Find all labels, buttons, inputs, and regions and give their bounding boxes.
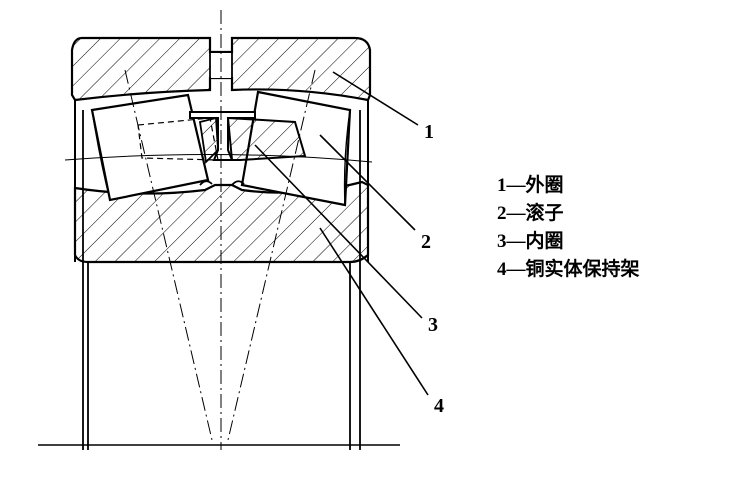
- svg-text:3—内圈: 3—内圈: [497, 229, 564, 252]
- callout-1: 1: [424, 121, 434, 143]
- pitch-arc: [64, 153, 373, 163]
- contact-angle-lines: [124, 69, 316, 441]
- svg-text:4—铜实体保持架: 4—铜实体保持架: [497, 257, 640, 280]
- svg-text:1—外圈: 1—外圈: [497, 173, 564, 196]
- callout-3: 3: [428, 314, 438, 336]
- legend-item-2: 2—滚子: [497, 201, 564, 224]
- roller-left: [90, 93, 210, 202]
- legend-item-1: 1—外圈: [497, 173, 564, 196]
- callout-2: 2: [421, 231, 431, 253]
- brass-cage: [137, 111, 307, 186]
- svg-text:2—滚子: 2—滚子: [497, 201, 564, 224]
- legend-item-4: 4—铜实体保持架: [497, 257, 640, 280]
- callout-4: 4: [434, 395, 444, 417]
- legend: 1—外圈 2—滚子 3—内圈 4—铜实体保持架: [497, 173, 640, 280]
- legend-item-3: 3—内圈: [497, 229, 564, 252]
- callout-numbers: 1 2 3 4: [421, 121, 444, 417]
- leader-lines: [254, 71, 429, 396]
